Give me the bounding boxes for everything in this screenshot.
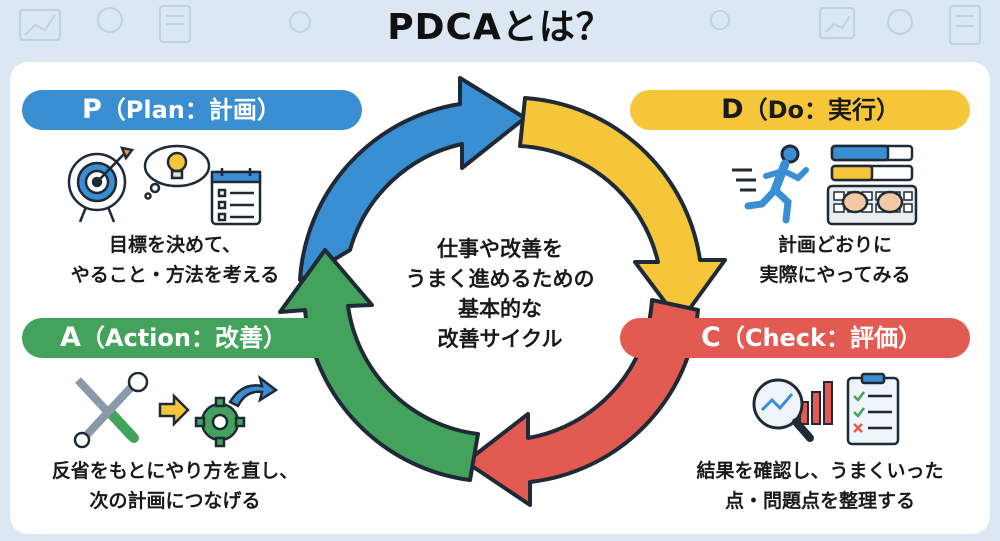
progress-bars-icon [830, 144, 914, 182]
do-desc-line: 計画どおりに [777, 234, 892, 256]
center-line: 仕事や改善を [437, 237, 563, 261]
action-icons [73, 372, 279, 449]
plan-description: 目標を決めて、 やること・方法を考える [20, 230, 330, 290]
action-letter: A [60, 322, 81, 353]
arrow-right-icon [158, 392, 190, 428]
center-description: 仕事や改善を うまく進めるための 基本的な 改善サイクル [380, 234, 620, 354]
magnifier-chart-icon [752, 378, 814, 442]
action-label: （Action：改善） [80, 324, 287, 352]
plan-letter: P [82, 94, 102, 125]
action-description: 反省をもとにやり方を直し、 次の計画につなげる [20, 456, 330, 516]
do-letter: D [721, 94, 744, 125]
plan-icons [67, 144, 262, 226]
plan-label: （Plan：計画） [101, 96, 281, 124]
center-line: うまく進めるための [405, 267, 595, 291]
do-icons [732, 144, 918, 226]
clipboard-check-icon [846, 372, 900, 446]
check-desc-line: 点・問題点を整理する [724, 490, 915, 512]
center-line: 基本的な [458, 297, 542, 321]
runner-icon [732, 144, 809, 224]
bar-chart-icon [799, 381, 833, 425]
check-icons [752, 372, 900, 446]
check-description: 結果を確認し、うまくいった 点・問題点を整理する [660, 456, 980, 516]
keyboard-typing-icon [826, 184, 918, 226]
do-arrow [518, 96, 727, 324]
page-title: PDCAとは？ [387, 7, 613, 48]
plan-desc-line: 目標を決めて、 [108, 234, 242, 256]
plan-desc-line: やること・方法を考える [70, 264, 280, 286]
target-icon [67, 146, 135, 223]
action-pill: A（Action：改善） [22, 318, 352, 358]
gear-refresh-icon [194, 374, 279, 448]
plan-arrow [298, 76, 527, 282]
action-desc-line: 反省をもとにやり方を直し、 [51, 460, 299, 482]
action-desc-line: 次の計画につなげる [89, 490, 261, 512]
do-description: 計画どおりに 実際にやってみる [690, 230, 980, 290]
check-letter: C [701, 322, 721, 353]
center-line: 改善サイクル [437, 327, 563, 351]
plan-pill: P（Plan：計画） [22, 90, 362, 130]
check-label: （Check：評価） [720, 324, 922, 352]
checklist-calendar-icon [210, 168, 262, 226]
do-desc-line: 実際にやってみる [759, 264, 911, 286]
lightbulb-icon [143, 144, 211, 200]
action-arrow [278, 248, 480, 482]
do-label: （Do：実行） [743, 96, 900, 124]
tools-icon [73, 372, 149, 449]
check-pill: C（Check：評価） [620, 318, 970, 358]
do-pill: D（Do：実行） [630, 90, 970, 130]
check-desc-line: 結果を確認し、うまくいった [696, 460, 944, 482]
